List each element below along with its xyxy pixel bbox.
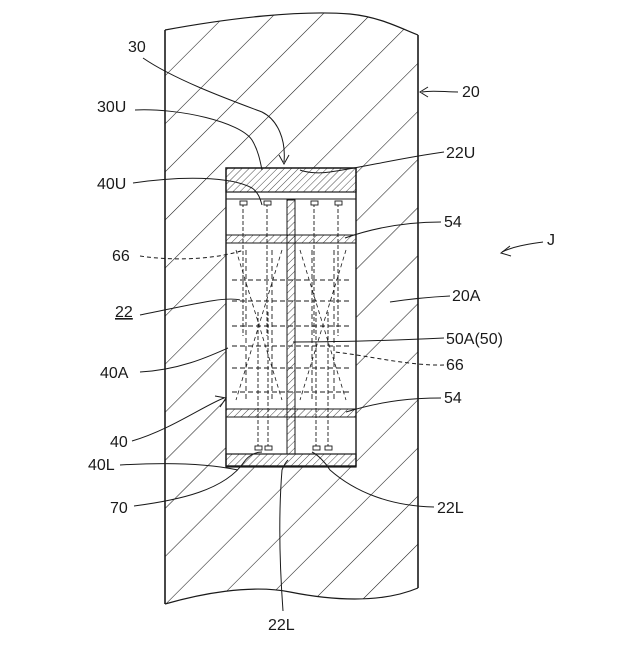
label-20: 20 — [462, 84, 480, 101]
label-40L: 40L — [88, 457, 115, 474]
label-22U: 22U — [446, 145, 475, 162]
label-J: J — [547, 232, 555, 249]
label-54-top: 54 — [444, 214, 462, 231]
label-30U: 30U — [97, 99, 126, 116]
label-30: 30 — [128, 39, 146, 56]
label-40A: 40A — [100, 365, 129, 382]
label-66-right: 66 — [446, 357, 464, 374]
label-22L-right: 22L — [437, 500, 464, 517]
post-50A — [287, 200, 295, 454]
label-50A: 50A(50) — [446, 331, 503, 348]
label-40U: 40U — [97, 176, 126, 193]
label-40: 40 — [110, 434, 128, 451]
label-70: 70 — [110, 500, 128, 517]
label-22L-bottom: 22L — [268, 617, 295, 634]
label-54-bottom: 54 — [444, 390, 462, 407]
label-66-left: 66 — [112, 248, 130, 265]
label-22: 22 — [115, 304, 133, 321]
label-20A: 20A — [452, 288, 481, 305]
